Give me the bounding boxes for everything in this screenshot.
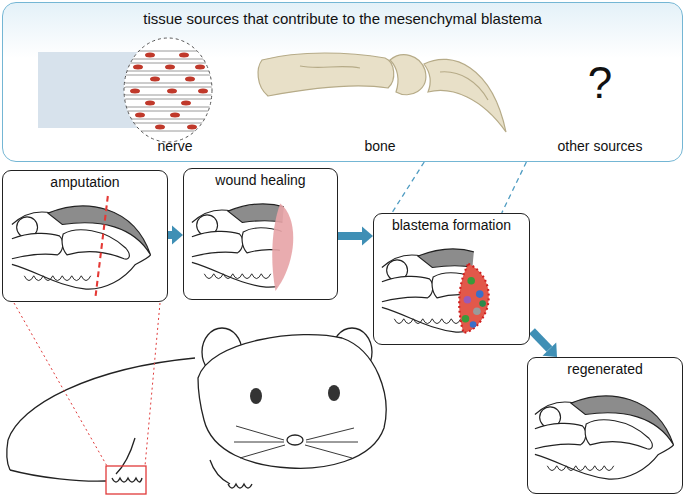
digit-amputation: [12, 196, 151, 297]
arrow-shaft: [338, 232, 362, 240]
zoom-leaders: [14, 303, 160, 494]
source-label: nerve: [157, 138, 192, 154]
stage-box: wound healing: [183, 168, 338, 300]
box-title: tissue sources that contribute to the me…: [140, 10, 545, 27]
source-label: bone: [364, 138, 395, 154]
digit-blastema: [382, 249, 521, 333]
arrow-shaft: [168, 231, 172, 239]
connector: [532, 331, 557, 357]
connector: [392, 162, 527, 213]
box-title: blastema formation: [389, 217, 514, 233]
digit-regenerated: [535, 396, 674, 479]
box-title: amputation: [47, 174, 122, 190]
panel-ground: [3, 3, 682, 161]
dashed-link: [392, 162, 424, 213]
digit-wound: [192, 204, 331, 291]
source-label: other sources: [558, 138, 643, 154]
mouse-drawing: [7, 328, 386, 488]
connector: [338, 227, 373, 246]
arrow-shaft: [532, 331, 549, 349]
unknown-mark: ?: [588, 58, 612, 109]
stage-box: blastema formation: [373, 213, 530, 345]
nerve-drawing: [38, 38, 216, 142]
box-title: regenerated: [564, 361, 646, 377]
dashed-link: [502, 162, 527, 213]
arrow-head: [362, 227, 373, 246]
box-title: wound healing: [212, 172, 308, 188]
arrow-head: [172, 226, 183, 245]
bone-drawing: [258, 53, 506, 132]
stage-box: regenerated: [527, 357, 683, 494]
connector: [168, 226, 183, 245]
stage-box: amputation: [2, 170, 168, 302]
arrow-head: [543, 342, 557, 357]
